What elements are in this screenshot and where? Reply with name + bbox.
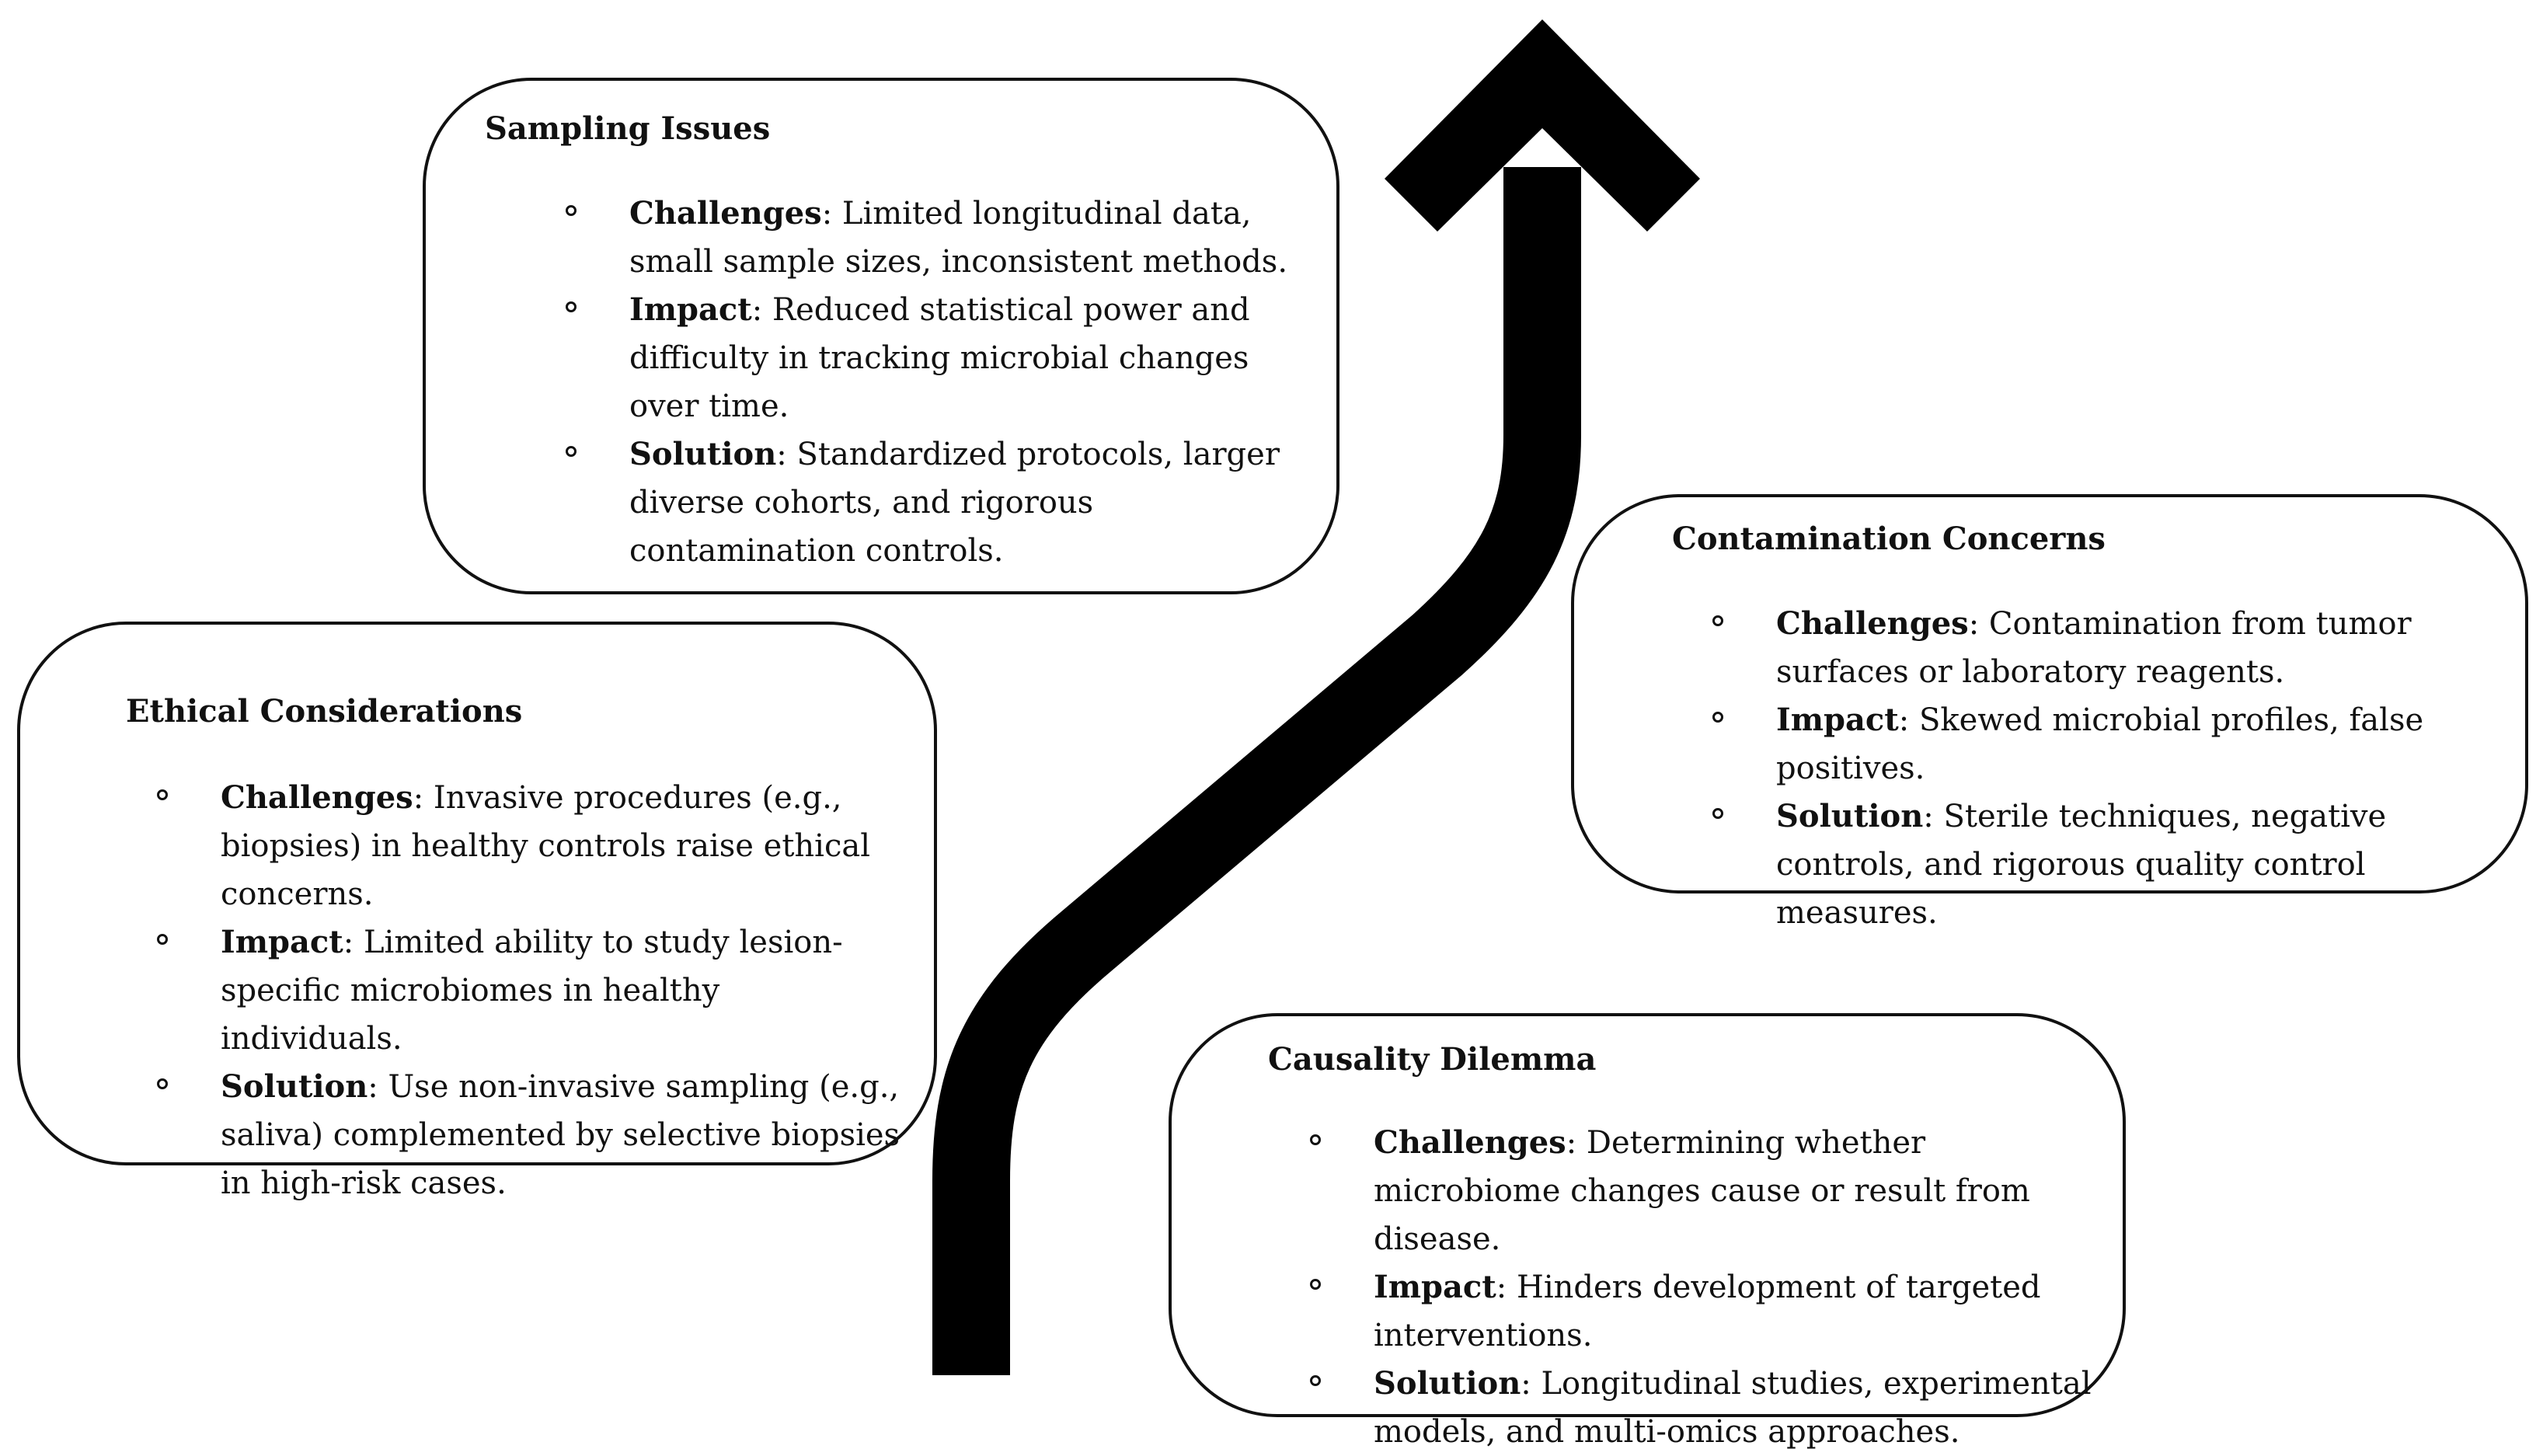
- hollow-bullet-icon: [1712, 712, 1723, 723]
- hollow-bullet-icon: [157, 934, 168, 945]
- item-text: : Reduced statistical power and difficul…: [629, 292, 1250, 424]
- sampling-issues-card: Sampling Issues Challenges: Limited long…: [423, 78, 1339, 594]
- hollow-bullet-icon: [1712, 808, 1723, 819]
- impact-item: Impact: Skewed microbial profiles, false…: [1712, 696, 2506, 792]
- item-term: Challenges: [1374, 1124, 1566, 1161]
- hollow-bullet-icon: [566, 205, 577, 216]
- item-term: Solution: [1374, 1365, 1521, 1402]
- card-list: Challenges: Contamination from tumor sur…: [1712, 600, 2506, 937]
- item-text: : Invasive procedures (e.g., biopsies) i…: [221, 780, 870, 912]
- solution-item: Solution: Sterile techniques, negative c…: [1712, 792, 2506, 937]
- item-text: : Use non-invasive sampling (e.g., saliv…: [221, 1069, 901, 1201]
- hollow-bullet-icon: [1310, 1134, 1321, 1145]
- item-text: : Contamination from tumor surfaces or l…: [1776, 606, 2412, 690]
- item-term: Impact: [1374, 1269, 1496, 1305]
- item-term: Impact: [1776, 702, 1899, 738]
- challenges-item: Challenges: Determining whether microbio…: [1310, 1119, 2104, 1263]
- contamination-concerns-card: Contamination Concerns Challenges: Conta…: [1571, 494, 2528, 931]
- hollow-bullet-icon: [157, 789, 168, 800]
- card-list: Challenges: Determining whether microbio…: [1310, 1119, 2104, 1456]
- hollow-bullet-icon: [157, 1078, 168, 1089]
- item-term: Solution: [629, 436, 777, 472]
- impact-item: Impact: Reduced statistical power and di…: [566, 286, 1313, 430]
- impact-item: Impact: Limited ability to study lesion-…: [157, 918, 904, 1063]
- card-title: Causality Dilemma: [1268, 1041, 1597, 1078]
- card-list: Challenges: Limited longitudinal data, s…: [566, 190, 1313, 575]
- item-term: Impact: [629, 291, 752, 328]
- item-text: : Limited longitudinal data, small sampl…: [629, 196, 1288, 280]
- causality-dilemma-card: Causality Dilemma Challenges: Determinin…: [1169, 1013, 2126, 1450]
- item-text: : Sterile techniques, negative controls,…: [1776, 799, 2387, 931]
- solution-item: Solution: Longitudinal studies, experime…: [1310, 1360, 2104, 1456]
- challenges-item: Challenges: Contamination from tumor sur…: [1712, 600, 2506, 696]
- item-text: : Limited ability to study lesion-specif…: [221, 925, 843, 1057]
- challenges-item: Challenges: Limited longitudinal data, s…: [566, 190, 1313, 286]
- hollow-bullet-icon: [566, 301, 577, 312]
- card-title: Contamination Concerns: [1672, 521, 2106, 557]
- item-term: Challenges: [1776, 605, 1969, 642]
- arrow-shaft: [932, 167, 1581, 1375]
- challenges-item: Challenges: Invasive procedures (e.g., b…: [157, 774, 904, 918]
- item-term: Impact: [221, 924, 343, 960]
- item-term: Solution: [221, 1068, 368, 1105]
- card-title: Ethical Considerations: [126, 693, 523, 730]
- ethical-considerations-card: Ethical Considerations Challenges: Invas…: [17, 622, 937, 1201]
- hollow-bullet-icon: [1310, 1375, 1321, 1386]
- hollow-bullet-icon: [1310, 1279, 1321, 1290]
- arrow-head: [1385, 19, 1700, 232]
- item-text: : Determining whether microbiome changes…: [1374, 1125, 2030, 1257]
- card-title: Sampling Issues: [485, 110, 771, 147]
- card-list: Challenges: Invasive procedures (e.g., b…: [157, 774, 904, 1207]
- item-term: Challenges: [629, 195, 822, 232]
- item-text: : Standardized protocols, larger diverse…: [629, 437, 1280, 569]
- item-term: Challenges: [221, 779, 413, 816]
- impact-item: Impact: Hinders development of targeted …: [1310, 1263, 2104, 1360]
- item-text: : Hinders development of targeted interv…: [1374, 1270, 2041, 1353]
- item-term: Solution: [1776, 798, 1924, 834]
- hollow-bullet-icon: [566, 446, 577, 457]
- hollow-bullet-icon: [1712, 615, 1723, 626]
- item-text: : Skewed microbial profiles, false posit…: [1776, 702, 2424, 786]
- solution-item: Solution: Standardized protocols, larger…: [566, 430, 1313, 575]
- solution-item: Solution: Use non-invasive sampling (e.g…: [157, 1063, 904, 1207]
